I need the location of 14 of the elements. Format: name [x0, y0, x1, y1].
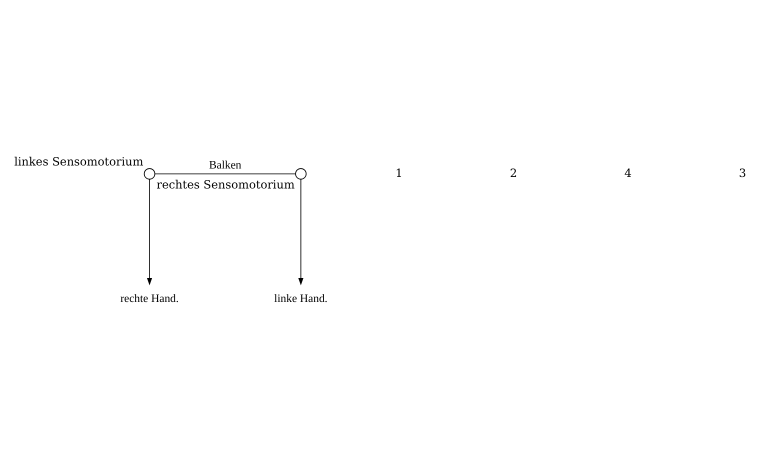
- label: 2: [510, 166, 518, 180]
- connector: [154, 173, 296, 174]
- node-text: rechte Hand.: [120, 293, 179, 306]
- edge-label: Balken: [209, 159, 242, 172]
- node-text: linke Hand.: [274, 293, 328, 306]
- label: 4: [624, 166, 632, 180]
- label: 3: [738, 166, 746, 180]
- arrow: [146, 178, 152, 286]
- node-label: rechtes Sensomotorium: [156, 177, 295, 192]
- node-label: linkes Sensomotorium: [14, 154, 144, 168]
- node-circle: [295, 168, 307, 180]
- label: 1: [395, 166, 403, 180]
- node-circle: [144, 168, 156, 180]
- arrow: [298, 178, 304, 286]
